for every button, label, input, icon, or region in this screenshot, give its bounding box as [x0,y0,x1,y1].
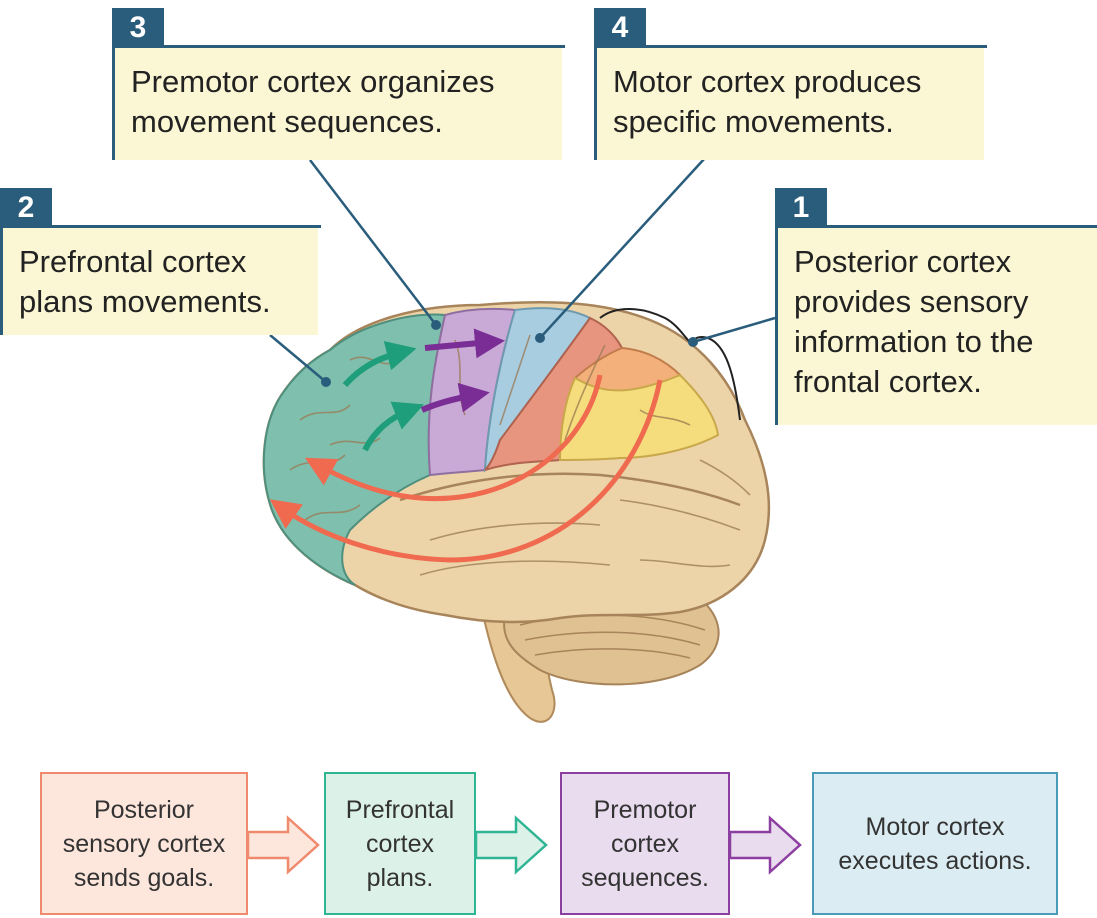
flow-arrow-3 [728,815,802,875]
flow-arrow-2 [474,815,548,875]
flow-text-line: plans. [366,863,434,892]
leader-callout-4 [539,157,706,339]
leader-callout-3 [309,159,437,326]
flow-text-line: Posterior [93,795,195,824]
callout-premotor: 3 Premotor cortex organizes movement seq… [112,8,565,160]
flow-text-line: Prefrontal [345,795,455,824]
brain-gyri [289,334,751,576]
leader-callout-2 [269,334,327,383]
flow-text-line: sends goals. [73,863,215,892]
arrow-premotor-to-motor-lower [420,382,490,413]
leader-callout-1 [692,316,776,344]
callout-number-4: 4 [594,8,646,48]
callout-text-line: plans movements. [19,284,271,319]
callout-number-1: 1 [775,188,827,228]
flow-box-motor: Motor cortex executes actions. [812,772,1058,915]
flow-text-line: executes actions. [838,846,1032,875]
callout-text-line: provides sensory [794,284,1029,319]
callout-text-line: Prefrontal cortex [19,244,247,279]
arrow-posterior-to-prefrontal-upper [304,374,603,502]
flow-text-line: cortex [365,829,435,858]
callout-number-2: 2 [0,188,52,228]
callout-text-line: Premotor cortex organizes [131,64,495,99]
callout-text-line: frontal cortex. [794,364,982,399]
flow-text-line: Motor cortex [865,812,1005,841]
callout-number-3: 3 [112,8,164,48]
lateral-sulcus [399,472,741,507]
callout-prefrontal: 2 Prefrontal cortex plans movements. [0,188,321,335]
callout-text-line: specific movements. [613,104,894,139]
callout-posterior: 1 Posterior cortex provides sensory info… [775,188,1097,425]
flow-box-premotor: Premotor cortex sequences. [560,772,730,915]
callout-text-line: information to the [794,324,1034,359]
arrow-premotor-to-motor-upper [424,328,505,359]
arrow-prefrontal-to-premotor-lower [362,401,424,452]
callout-text-line: movement sequences. [131,104,443,139]
flow-text-line: sensory cortex [62,829,226,858]
flow-text-line: Premotor [593,795,697,824]
flow-text-line: cortex [610,829,680,858]
flow-text-line: sequences. [581,863,709,892]
arrow-prefrontal-to-premotor-upper [342,341,417,388]
callout-text-line: Motor cortex produces [613,64,922,99]
callout-text-line: Posterior cortex [794,244,1012,279]
flow-box-posterior: Posterior sensory cortex sends goals. [40,772,248,915]
callout-motor: 4 Motor cortex produces specific movemen… [594,8,987,160]
flow-box-prefrontal: Prefrontal cortex plans. [324,772,476,915]
flow-arrow-1 [246,815,320,875]
arrow-posterior-to-prefrontal-lower [269,379,663,563]
